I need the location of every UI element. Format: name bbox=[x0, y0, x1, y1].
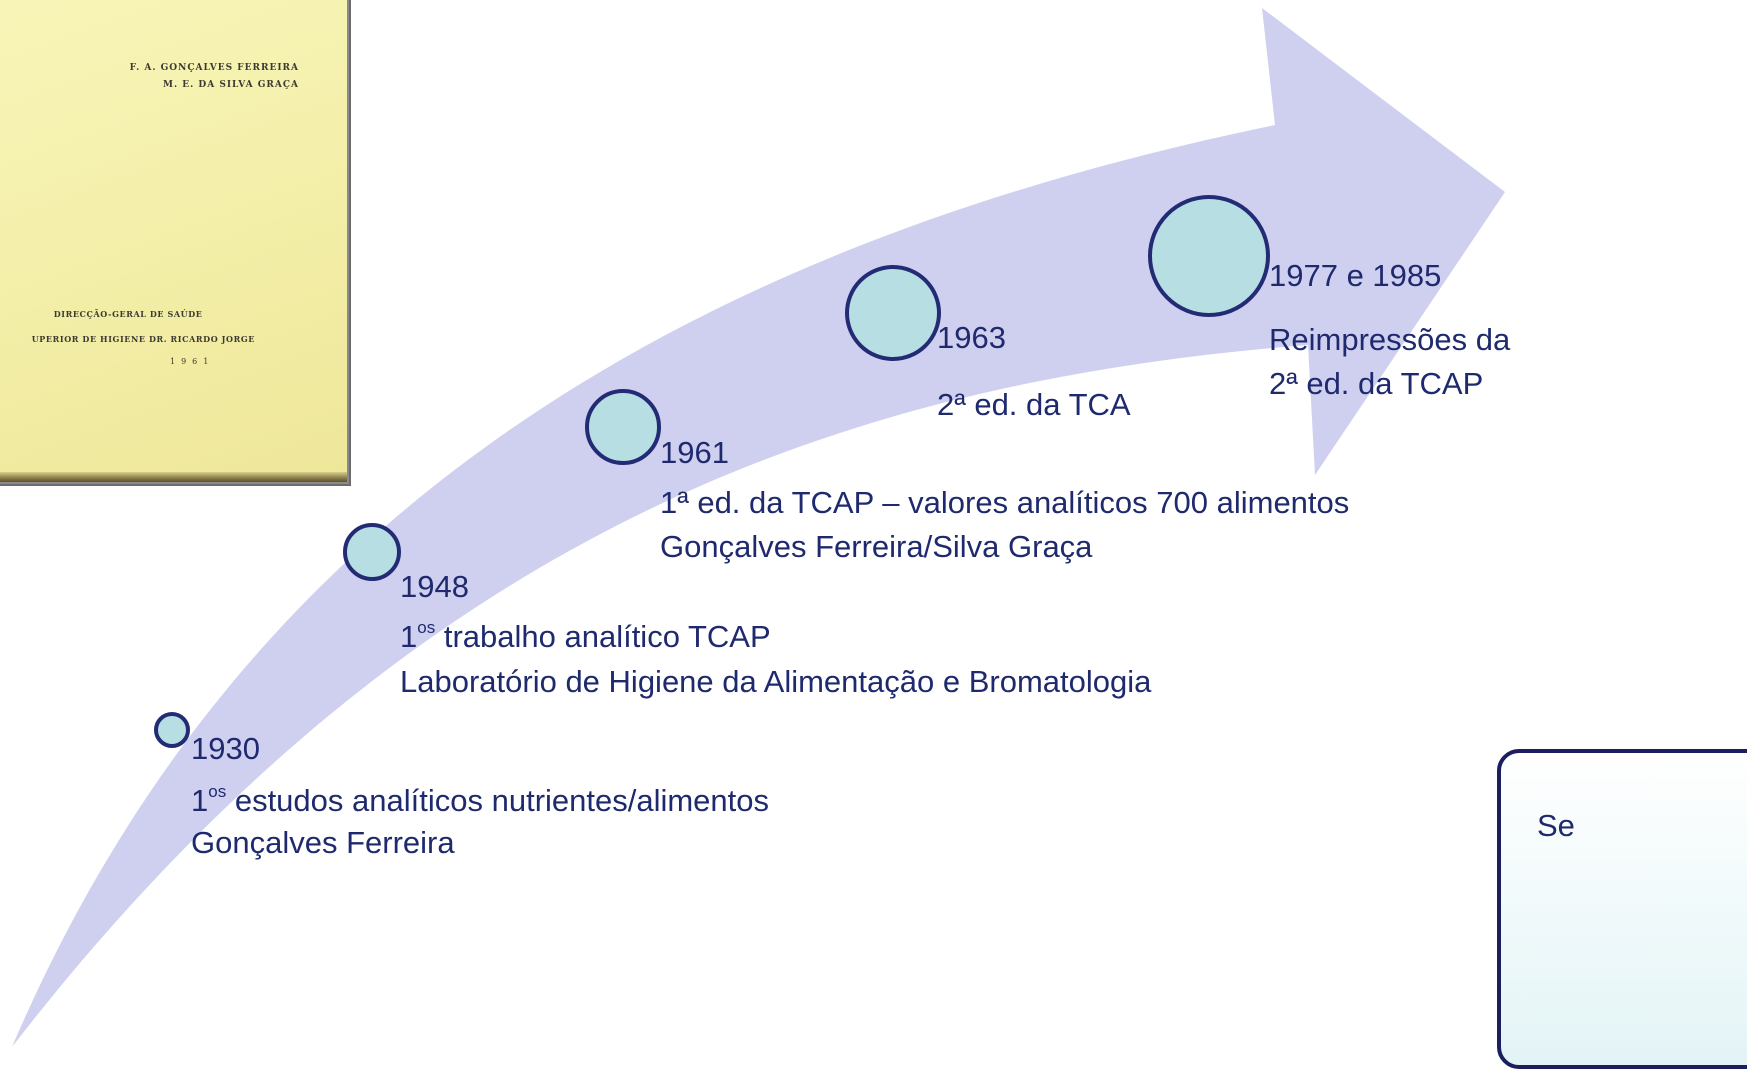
milestone-1930-year: 1930 bbox=[191, 731, 260, 766]
milestone-1930-line1: 1os estudos analíticos nutrientes/alimen… bbox=[191, 781, 769, 821]
book-cover-image: F. A. GONÇALVES FERREIRA M. E. DA SILVA … bbox=[0, 0, 349, 484]
cover-author-1: F. A. GONÇALVES FERREIRA bbox=[129, 63, 299, 73]
cover-publisher-2: UPERIOR DE HIGIENE DR. RICARDO JORGE bbox=[31, 334, 255, 344]
milestone-1930-line2: Gonçalves Ferreira bbox=[191, 825, 455, 860]
milestone-1963-line1: 2ª ed. da TCA bbox=[937, 387, 1131, 422]
milestone-1963-circle bbox=[845, 265, 941, 361]
cover-edge bbox=[0, 472, 347, 482]
milestone-1977-line2: 2ª ed. da TCAP bbox=[1269, 366, 1484, 401]
milestone-1930-line1-pre: 1 bbox=[191, 783, 209, 818]
milestone-1961-line2: Gonçalves Ferreira/Silva Graça bbox=[660, 529, 1093, 564]
milestone-1948-circle bbox=[343, 523, 401, 581]
milestone-1961-year: 1961 bbox=[660, 435, 729, 470]
cover-author-2: M. E. DA SILVA GRAÇA bbox=[163, 80, 299, 90]
milestone-1961-circle bbox=[585, 389, 661, 465]
milestone-1977-line1: Reimpressões da bbox=[1269, 322, 1511, 357]
milestone-1930-line1-sup: os bbox=[208, 782, 227, 801]
milestone-1961-line1: 1ª ed. da TCAP – valores analíticos 700 … bbox=[660, 485, 1350, 520]
milestone-1948-line1-sup: os bbox=[417, 618, 436, 637]
milestone-1948-line1-post: trabalho analítico TCAP bbox=[435, 619, 771, 654]
milestone-1948-line1: 1os trabalho analítico TCAP bbox=[400, 617, 771, 657]
milestone-1977-circle bbox=[1148, 195, 1270, 317]
side-callout-box: Se bbox=[1497, 749, 1747, 1069]
timeline-arrow bbox=[12, 8, 1505, 1047]
milestone-1948-line1-pre: 1 bbox=[400, 619, 418, 654]
cover-authors: F. A. GONÇALVES FERREIRA M. E. DA SILVA … bbox=[130, 60, 299, 94]
cover-publisher-1: DIRECÇÃO-GERAL DE SAÚDE bbox=[53, 309, 203, 319]
cover-year: 1961 bbox=[170, 357, 215, 366]
milestone-1948-year: 1948 bbox=[400, 569, 469, 604]
milestone-1977-year: 1977 e 1985 bbox=[1269, 258, 1442, 293]
milestone-1930-line1-post: estudos analíticos nutrientes/alimentos bbox=[226, 783, 770, 818]
milestone-1948-line2: Laboratório de Higiene da Alimentação e … bbox=[400, 664, 1152, 699]
milestone-1963-year: 1963 bbox=[937, 320, 1006, 355]
side-callout-text: Se bbox=[1537, 808, 1575, 843]
milestone-1930-circle bbox=[154, 712, 190, 748]
timeline-arrow-shape bbox=[12, 8, 1505, 1047]
cover-publisher: DIRECÇÃO-GERAL DE SAÚDE UPERIOR DE HIGIE… bbox=[32, 302, 255, 352]
